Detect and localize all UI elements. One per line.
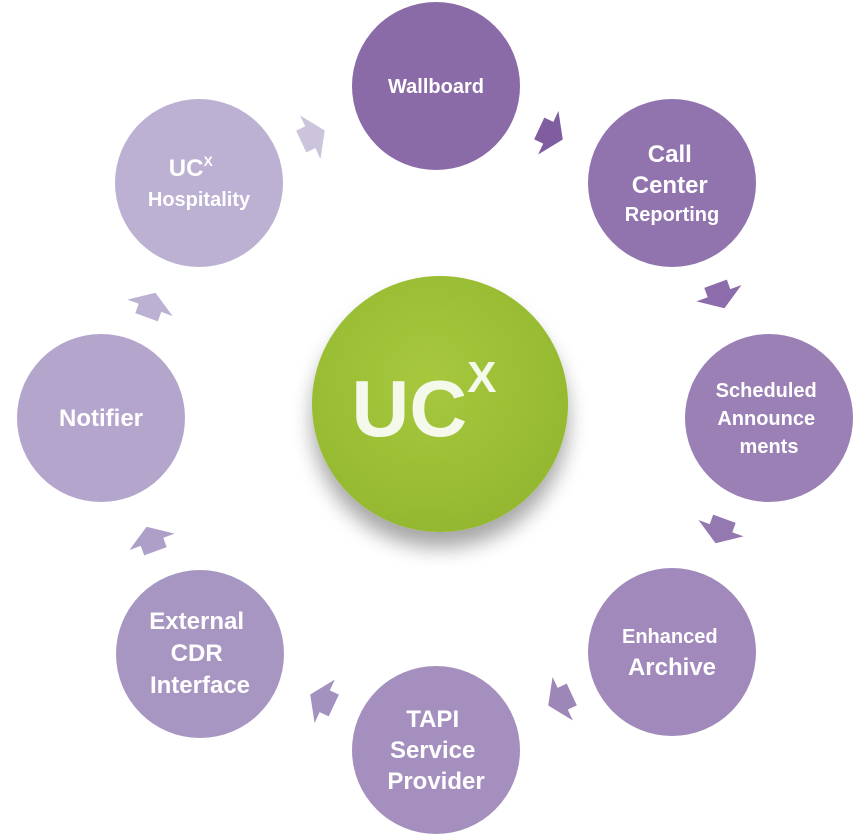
arrow-enhanced-to-tapi [548,676,577,721]
node-external-line-1: External [149,608,244,635]
svg-text:Enhanced Archive: Enhanced Archive [622,626,722,681]
arrow-scheduled-to-enhanced [698,514,744,544]
arrow-hospitality-to-wallboard [296,115,325,160]
arrow-wallboard-to-call-center [534,110,563,155]
node-external-cdr-interface: External CDR Interface [116,570,284,738]
svg-text:Call Center Report: Call Center Reporting [625,141,719,226]
node-wallboard: Wallboard [352,2,520,170]
node-tapi-line-3: Provider [387,768,484,795]
node-call-center-line-3: Reporting [625,204,719,226]
node-hospitality-uc: UC [169,155,204,182]
node-scheduled-line-3: ments [740,436,799,458]
svg-text:UCX Hospitality: UCX Hospitality [148,153,251,211]
node-tapi-line-2: Service [390,737,475,764]
node-wallboard-line-1: Wallboard [388,76,484,98]
node-call-center-line-2: Center [632,172,708,199]
cycle-arrows [127,110,744,724]
node-tapi-service-provider: TAPI Service Provider [352,666,520,834]
svg-text:TAPI Service Provi: TAPI Service Provider [387,706,484,795]
node-call-center-line-1: Call [648,141,692,168]
node-scheduled-announcements: Scheduled Announce ments [685,334,853,502]
node-scheduled-line-2: Announce [717,408,815,430]
arrow-external-cdr-to-notifier [129,526,175,556]
node-enhanced-line-2: Archive [628,654,716,681]
node-enhanced-archive: Enhanced Archive [588,568,756,736]
node-enhanced-line-1: Enhanced [622,626,718,648]
center-node-ucx [312,276,568,532]
node-tapi-line-1: TAPI [406,706,459,733]
node-notifier-line-1: Notifier [59,405,143,432]
arrow-call-center-to-scheduled [696,279,742,309]
node-external-line-2: CDR [171,640,223,667]
svg-text:External CDR Inter: External CDR Interface [149,608,250,699]
svg-text:Scheduled Announce: Scheduled Announce ments [716,380,823,458]
center-title-superscript: X [467,353,496,402]
svg-text:Notifier: Notifier [59,405,143,432]
node-scheduled-line-1: Scheduled [716,380,817,402]
node-call-center-reporting: Call Center Reporting [588,99,756,267]
center-title-uc: UC [352,364,468,453]
node-notifier: Notifier [17,334,185,502]
svg-text:UCX: UCX [352,353,497,453]
node-ucx-hospitality: UCX Hospitality [115,99,283,267]
node-hospitality-superscript: X [203,153,213,169]
node-hospitality-line-2: Hospitality [148,189,251,211]
arrow-notifier-to-hospitality [127,292,173,322]
arrow-tapi-to-external-cdr [310,679,339,724]
node-external-line-3: Interface [150,672,250,699]
svg-text:Wallboard: Wallboard [388,76,484,98]
